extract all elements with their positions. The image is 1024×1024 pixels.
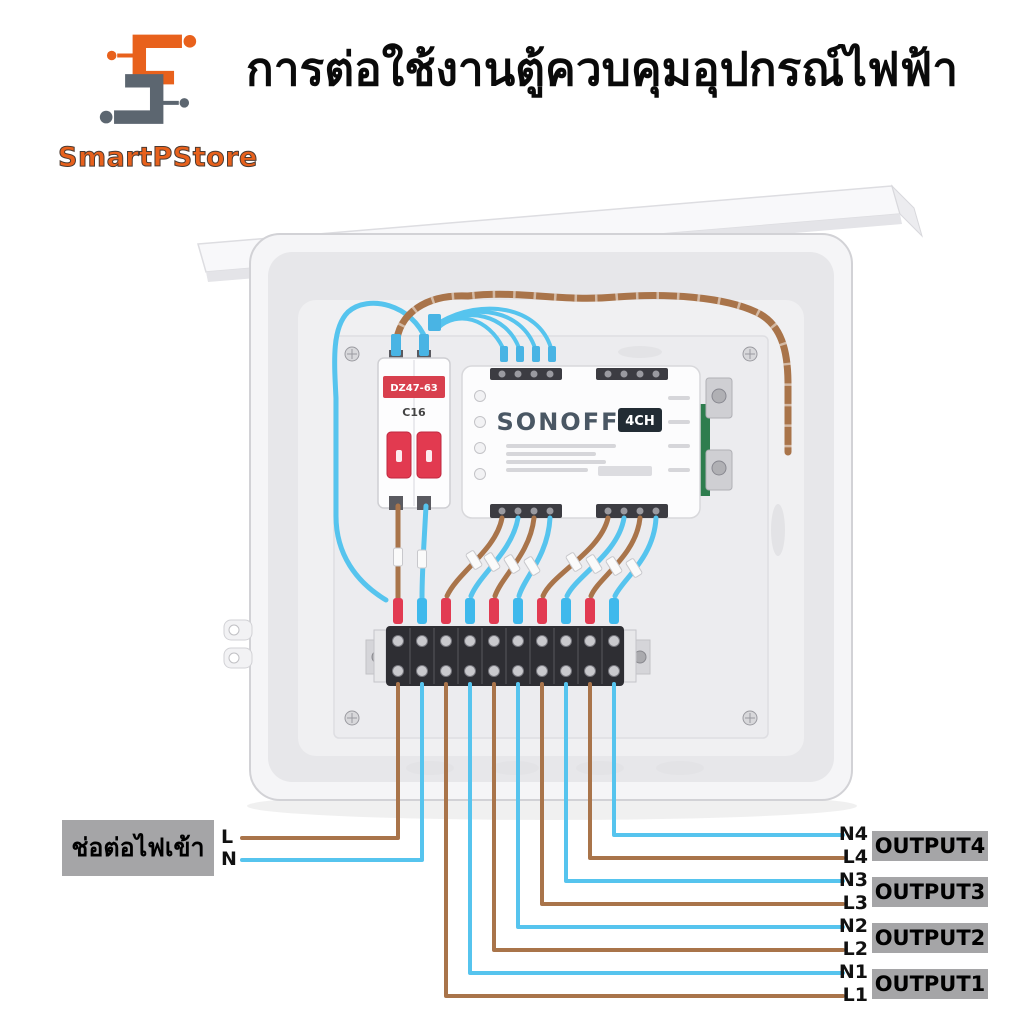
logo: SmartPStore [58,20,258,174]
input-neutral-label: N [221,848,237,870]
fine-print [506,396,690,476]
ferrules-sonoff-top [500,346,556,362]
output2-live-label: L2 [842,938,868,960]
line-n2 [516,682,845,929]
line-input-live [240,682,400,840]
output3-live-label: L3 [842,892,868,914]
sonoff-badge-label: 4CH [625,414,654,429]
logo-text: SmartPStore [58,142,258,174]
circuit-breaker: DZ47-63 C16 [377,334,451,510]
line-l4 [588,682,845,860]
line-n4 [612,682,845,837]
output2-neutral-label: N2 [838,915,868,937]
crimp-connectors [393,598,619,624]
switch-buttons [474,390,486,480]
output3-label: OUTPUT3 [872,877,988,907]
output2-label: OUTPUT2 [872,923,988,953]
line-n1 [468,682,845,975]
wire-marker-sleeves [393,547,643,578]
output4-label: OUTPUT4 [872,831,988,861]
line-input-neutral [240,682,424,862]
line-l1 [444,682,845,998]
breaker-model-label: DZ47-63 [390,383,438,394]
line-l3 [540,682,845,906]
output4-live-label: L4 [842,846,868,868]
line-l2 [492,682,845,952]
live-wire-bundle [392,290,792,456]
smart-switch: SONOFF 4CH [461,365,701,519]
output1-neutral-label: N1 [838,961,868,983]
output1-label: OUTPUT1 [872,969,988,999]
annotation-lines [240,682,845,998]
side-bracket [698,377,733,496]
neutral-riser-wire [332,300,429,603]
sonoff-brand-label: SONOFF [497,408,620,436]
wire-connector [428,314,441,331]
terminal-block [365,626,651,686]
page-title: การต่อใช้งานตู้ควบคุมอุปกรณ์ไฟฟ้า [245,42,959,96]
plate-screws [344,346,758,726]
output1-live-label: L1 [842,984,868,1006]
output3-neutral-label: N3 [838,869,868,891]
input-live-label: L [221,826,234,848]
breaker-rating-label: C16 [402,406,426,419]
input-label: ช่อต่อไฟเข้า [62,820,214,876]
logo-icon [99,34,197,124]
neutral-jumper-wires [436,306,553,350]
output4-neutral-label: N4 [838,823,868,845]
line-n3 [564,682,845,883]
